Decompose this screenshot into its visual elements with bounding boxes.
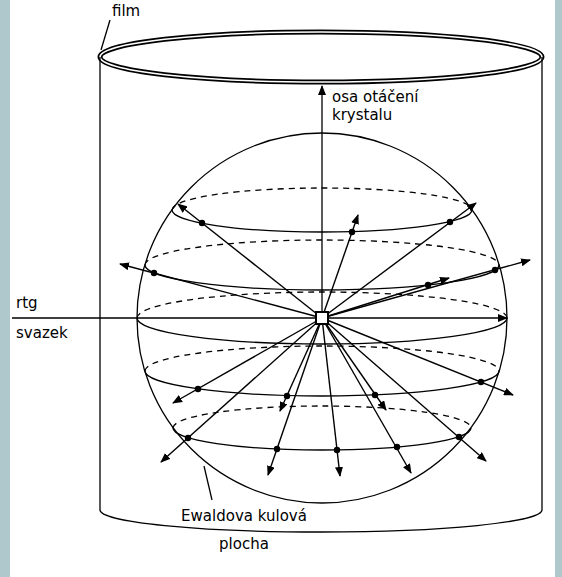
film-ring [100,32,542,82]
leader-line [204,466,212,500]
cylinder-side [99,57,100,510]
xray-beam [12,317,507,319]
crystal [316,312,328,324]
axis-label: osa otáčení krystalu [332,88,444,124]
cylinder-bottom [100,510,542,532]
film-label: film [112,2,172,20]
diffracted-rays [120,203,530,476]
beam-label: rtg svazek [16,288,80,348]
paper-ground [10,0,555,577]
cylinder-side [541,57,542,510]
rotation-axis [321,86,322,318]
leader-line [101,20,110,50]
reflection-dots [151,219,498,453]
sphere-label: Ewaldova kulová plocha [168,502,320,558]
